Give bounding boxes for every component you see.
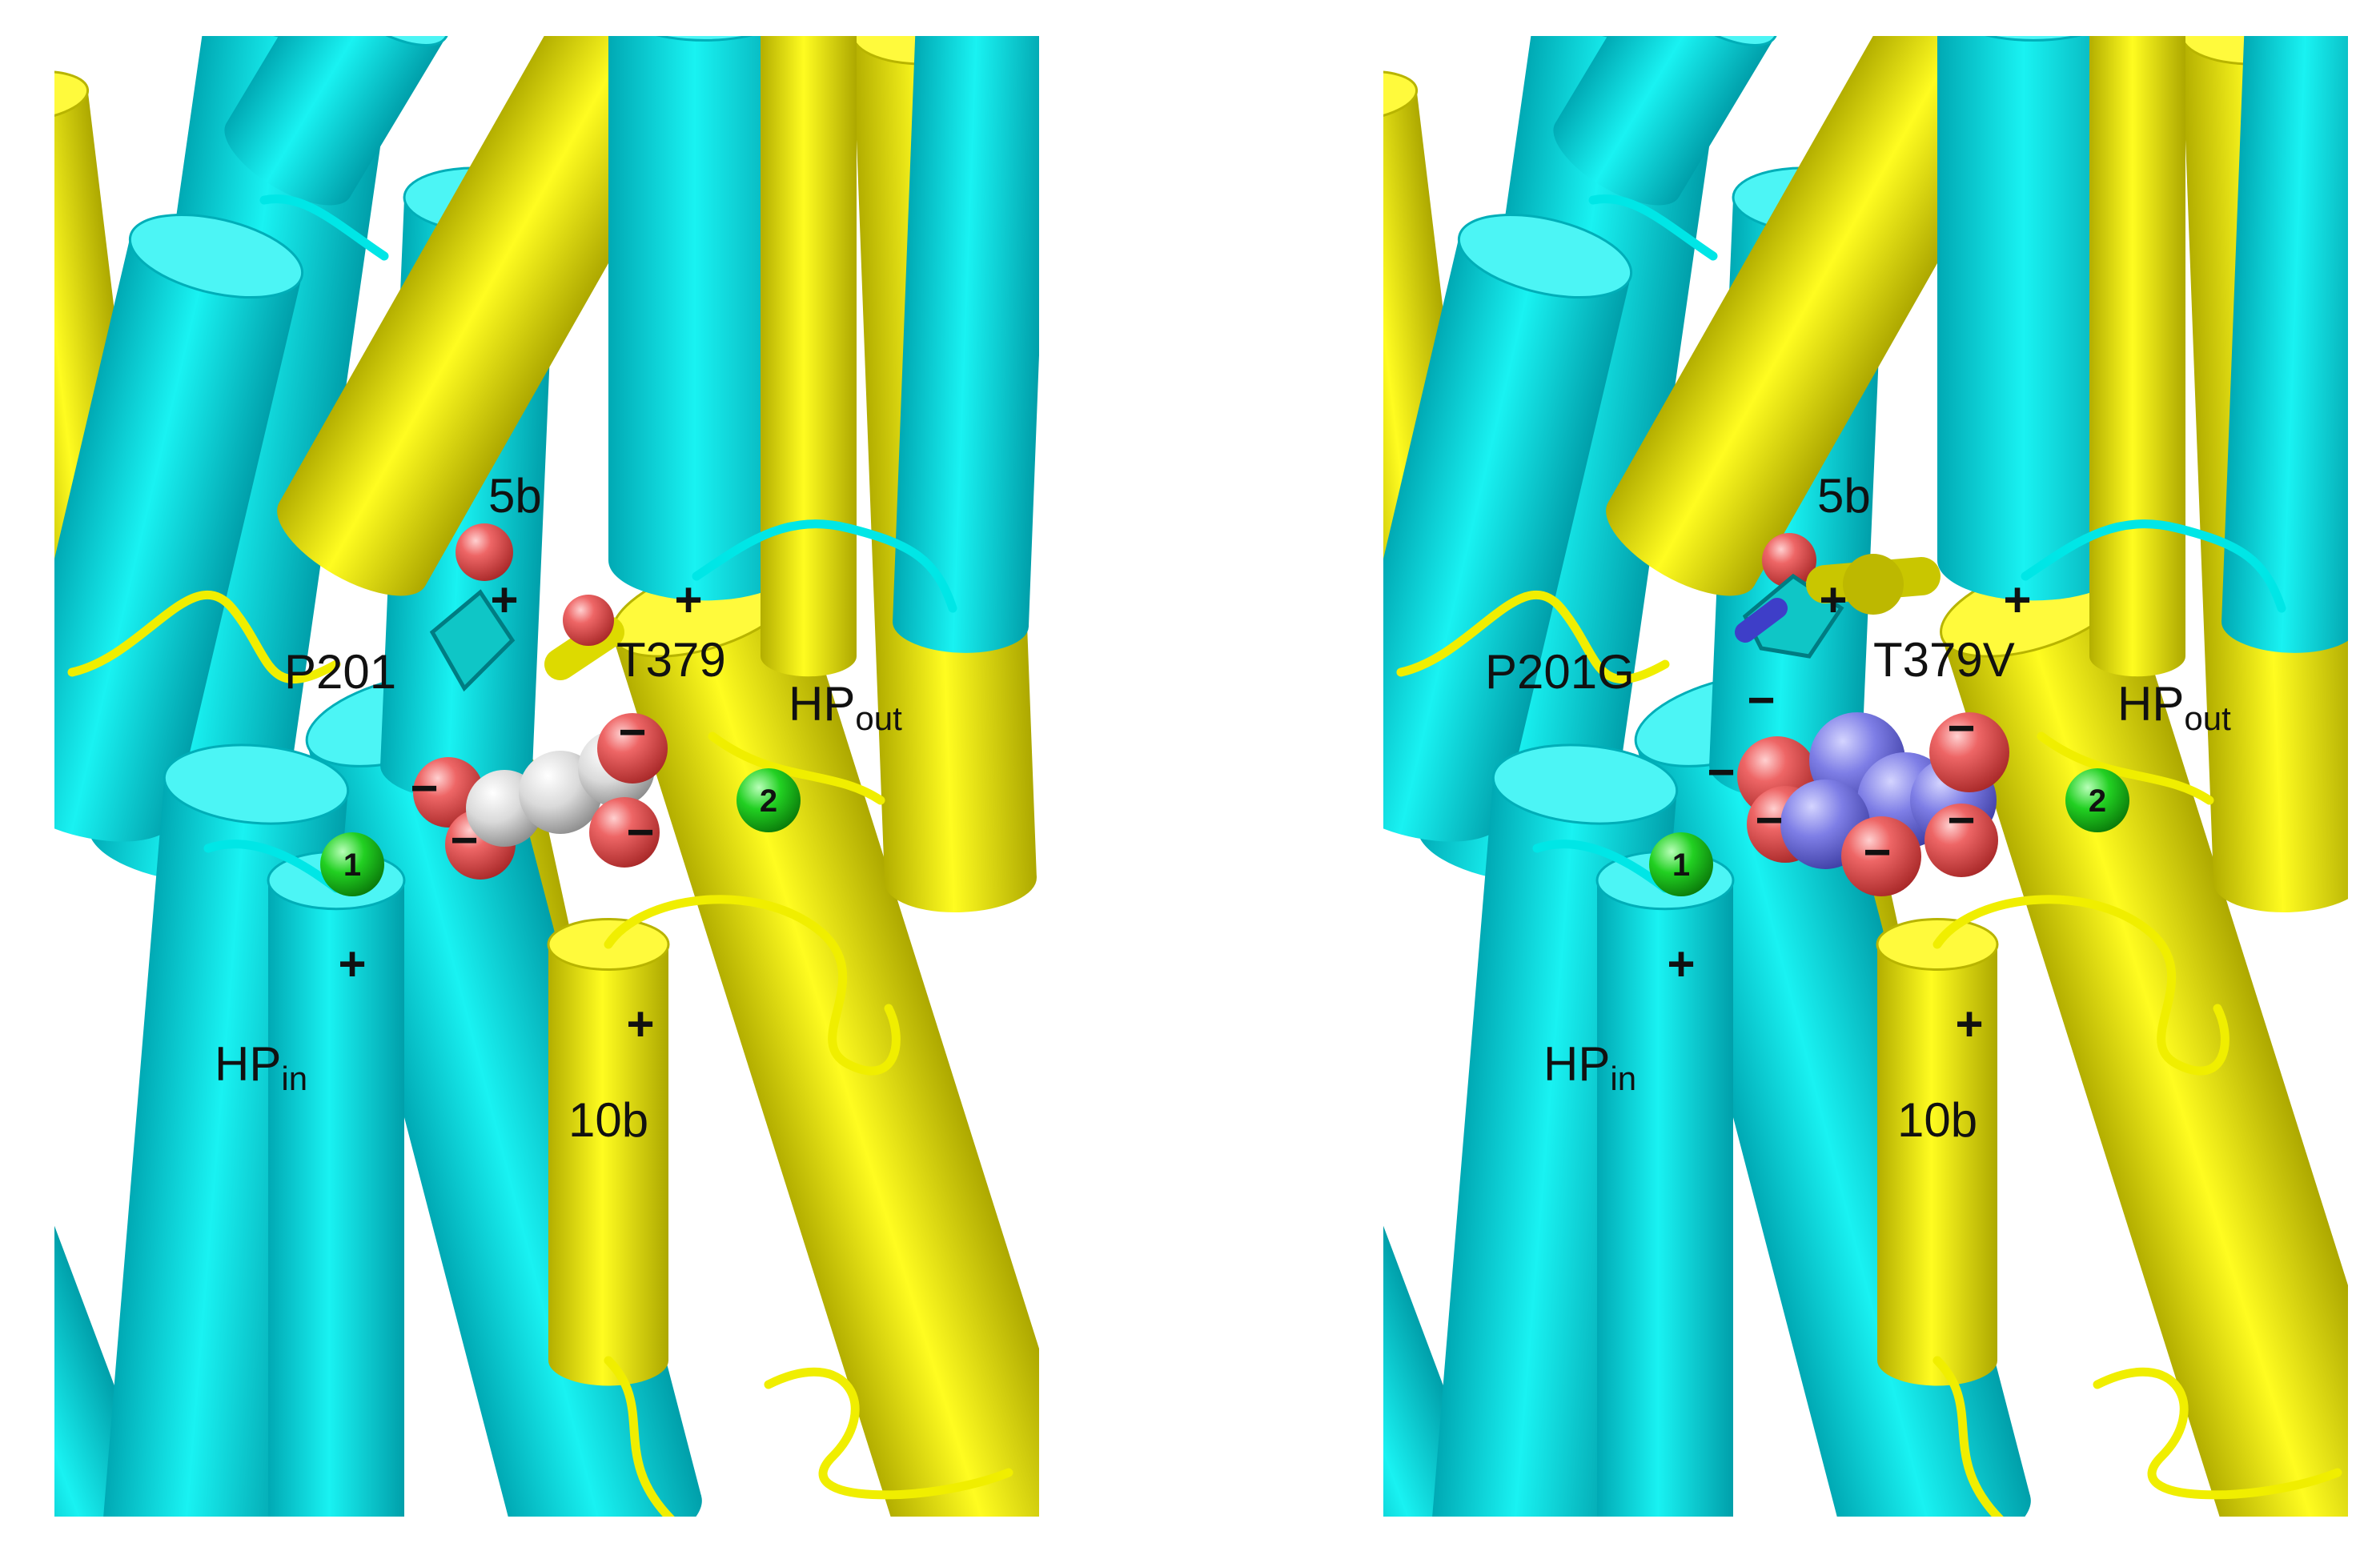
charge-minus-1: − <box>1747 673 1775 727</box>
residue-p201-stick <box>429 589 516 692</box>
label-helix-5b: 5b <box>1817 469 1871 523</box>
charge-minus-6: − <box>1947 793 1975 847</box>
helix-top-cyan <box>1553 36 1779 206</box>
charge-plus-10b: + <box>626 997 654 1051</box>
charge-plus-5b: + <box>1819 573 1847 627</box>
helix-thin-yellow <box>761 36 857 677</box>
label-helix-10b: 10b <box>1897 1093 1977 1147</box>
residue-t379-oxygen <box>563 595 614 646</box>
sodium-site-1-label: 1 <box>343 848 361 883</box>
label-residue-2: T379 <box>616 633 726 687</box>
label-residue-1: P201G <box>1485 645 1635 699</box>
loop-yellow-10b-top <box>1932 895 2229 1076</box>
residue-5b-oxygen <box>456 523 513 581</box>
loop-cyan-top <box>1588 194 1718 261</box>
loop-yellow-mid <box>708 731 885 805</box>
label-hp-out: HPout <box>2117 677 2231 737</box>
helix-upper-cyan-4 <box>2221 36 2348 653</box>
charge-minus-1: − <box>410 761 438 815</box>
charge-minus-3: − <box>1755 793 1783 847</box>
helix-top-cyan <box>224 36 450 206</box>
loop-yellow-mid <box>2037 731 2214 805</box>
sodium-site-1-sphere <box>1649 832 1713 896</box>
helix-upper-cyan-4 <box>893 36 1039 653</box>
loop-yellow-10b-bottom <box>604 1356 675 1517</box>
loop-yellow-bottom-right <box>764 1367 1013 1500</box>
charge-minus-4: − <box>626 805 654 859</box>
charge-minus-4: − <box>1863 825 1891 879</box>
label-residue-1: P201 <box>284 645 396 699</box>
label-residue-2: T379V <box>1873 633 2015 687</box>
sodium-site-2-sphere <box>2065 768 2129 832</box>
label-hp-in: HPin <box>215 1037 307 1097</box>
ligand-oxygen-5 <box>1924 804 1998 877</box>
charge-plus-hp-in: + <box>1667 937 1695 991</box>
residue-t379v-sphere <box>1843 554 1904 615</box>
ligand-oxygen-3 <box>1841 816 1921 896</box>
ligand-oxygen-3 <box>597 713 668 784</box>
loop-yellow-left <box>1396 591 1670 684</box>
loop-cyan-right <box>2021 519 2286 613</box>
charge-minus-5: − <box>1947 701 1975 755</box>
ligand-oxygen-4 <box>589 797 660 868</box>
charge-plus-10b: + <box>1955 997 1983 1051</box>
sodium-site-1-label: 1 <box>1672 848 1690 883</box>
helix-10b <box>1876 918 1999 1386</box>
charge-minus-2: − <box>450 813 478 867</box>
ligand-oxygen-4 <box>1929 712 2009 792</box>
loop-cyan-top <box>259 194 389 261</box>
charge-minus-2: − <box>1707 745 1735 799</box>
ligand-oxygen-1 <box>413 757 484 828</box>
helix-thin-yellow <box>2089 36 2185 677</box>
label-helix-10b: 10b <box>568 1093 648 1147</box>
charge-plus-t379: + <box>2003 573 2031 627</box>
charge-plus-5b: + <box>490 573 518 627</box>
helix-10b <box>547 918 670 1386</box>
residue-p201g-nitrogen <box>1735 598 1788 643</box>
charge-minus-3: − <box>618 705 646 759</box>
loop-yellow-10b-top <box>604 895 901 1076</box>
loop-cyan-right <box>692 519 957 613</box>
label-hp-out: HPout <box>789 677 902 737</box>
residue-5b-oxygen <box>1762 533 1816 587</box>
label-helix-5b: 5b <box>488 469 542 523</box>
charge-plus-hp-in: + <box>338 937 366 991</box>
label-hp-in: HPin <box>1543 1037 1636 1097</box>
sodium-site-1-sphere <box>320 832 384 896</box>
charge-plus-t379: + <box>674 573 702 627</box>
sodium-site-2-sphere <box>736 768 801 832</box>
sodium-site-2-label: 2 <box>760 784 777 819</box>
loop-yellow-left <box>67 591 341 684</box>
helix-lower-cyan <box>1595 850 1735 1517</box>
sodium-site-2-label: 2 <box>2089 784 2106 819</box>
loop-yellow-10b-bottom <box>1932 1356 2004 1517</box>
loop-yellow-bottom-right <box>2093 1367 2342 1500</box>
helix-lower-cyan <box>267 850 406 1517</box>
